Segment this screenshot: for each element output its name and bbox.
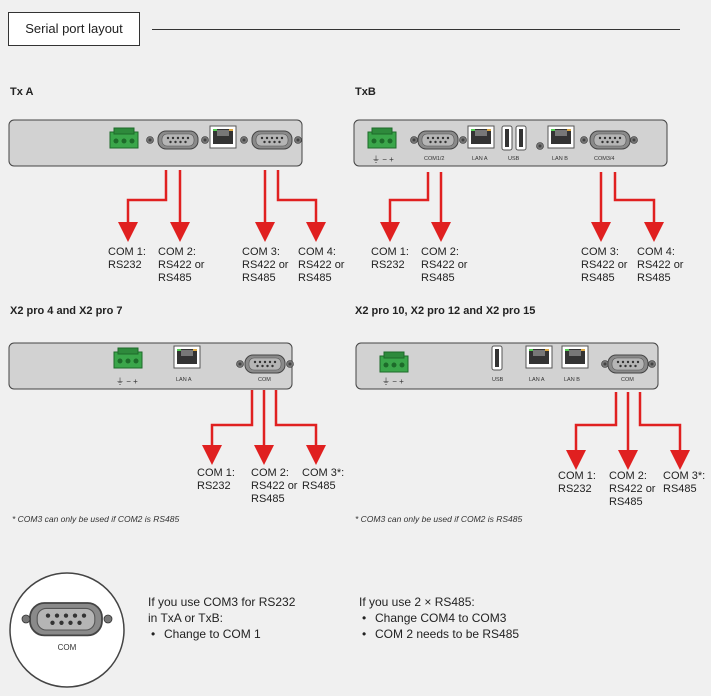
x2pro1015-arrows bbox=[566, 392, 690, 470]
x2pro1015-com1-label: COM 1: RS232 bbox=[558, 470, 596, 495]
x2pro1015-footnote: * COM3 can only be used if COM2 is RS485 bbox=[355, 514, 523, 524]
info-left-line2: in TxA or TxB: bbox=[148, 611, 223, 625]
x2pro47-footnote: * COM3 can only be used if COM2 is RS485 bbox=[12, 514, 180, 524]
x2pro1015-port-lan-b: LAN B bbox=[564, 377, 580, 383]
txa-com4-label: COM 4: RS422 or RS485 bbox=[298, 246, 345, 284]
txb-title: TxB bbox=[355, 86, 376, 98]
info-right: If you use 2 × RS485: Change COM4 to COM… bbox=[359, 594, 519, 642]
txb-com2-label: COM 2: RS422 or RS485 bbox=[421, 246, 468, 284]
txb-port-usb: USB bbox=[508, 156, 520, 162]
txa-com1-label: COM 1: RS232 bbox=[108, 246, 146, 271]
x2pro47-port-com: COM bbox=[258, 377, 271, 383]
txb-port-lan-a: LAN A bbox=[472, 156, 488, 162]
svg-text:⏚ − +: ⏚ − + bbox=[382, 377, 404, 386]
txb-com3-label: COM 3: RS422 or RS485 bbox=[581, 246, 628, 284]
x2pro47-arrows bbox=[202, 390, 326, 465]
x2pro47-device: ⏚ − + LAN A COM bbox=[8, 342, 294, 390]
txb-arrows bbox=[380, 172, 664, 242]
info-left-bullet1: Change to COM 1 bbox=[151, 626, 295, 642]
txa-title: Tx A bbox=[10, 86, 34, 98]
x2pro1015-title: X2 pro 10, X2 pro 12 and X2 pro 15 bbox=[355, 305, 536, 317]
x2pro1015-com3-label: COM 3*: RS485 bbox=[663, 470, 706, 495]
x2pro47-com1-label: COM 1: RS232 bbox=[197, 467, 235, 492]
info-right-bullet1: Change COM4 to COM3 bbox=[362, 610, 519, 626]
txb-port-com12: COM1/2 bbox=[424, 156, 444, 162]
x2pro1015-device: ⏚ − + USB LAN A LAN B COM bbox=[355, 342, 659, 390]
x2pro1015-port-lan-a: LAN A bbox=[529, 377, 545, 383]
x2pro1015-port-usb: USB bbox=[492, 377, 504, 383]
info-left-line1: If you use COM3 for RS232 bbox=[148, 595, 296, 609]
txa-com3-label: COM 3: RS422 or RS485 bbox=[242, 246, 289, 284]
txb-com4-label: COM 4: RS422 or RS485 bbox=[637, 246, 684, 284]
x2pro47-com3-label: COM 3*: RS485 bbox=[302, 467, 345, 492]
info-left: If you use COM3 for RS232 in TxA or TxB:… bbox=[148, 594, 295, 642]
x2pro47-com2-label: COM 2: RS422 or RS485 bbox=[251, 467, 298, 505]
x2pro1015-port-com: COM bbox=[621, 377, 634, 383]
txa-arrows bbox=[118, 170, 326, 242]
x2pro47-port-lan-a: LAN A bbox=[176, 377, 192, 383]
txb-device: ⏚ − + COM1/2 LAN A USB LAN B COM3/4 bbox=[353, 119, 668, 167]
txb-port-lan-b: LAN B bbox=[552, 156, 568, 162]
txa-com2-label: COM 2: RS422 or RS485 bbox=[158, 246, 205, 284]
title-rule bbox=[152, 29, 680, 30]
info-right-bullet2: COM 2 needs to be RS485 bbox=[362, 626, 519, 642]
txb-com1-label: COM 1: RS232 bbox=[371, 246, 409, 271]
com-connector-illustration: COM bbox=[9, 572, 125, 688]
txb-port-com34: COM3/4 bbox=[594, 156, 614, 162]
svg-text:⏚ − +: ⏚ − + bbox=[116, 377, 138, 386]
info-right-line1: If you use 2 × RS485: bbox=[359, 595, 475, 609]
x2pro47-title: X2 pro 4 and X2 pro 7 bbox=[10, 305, 123, 317]
txa-device bbox=[8, 119, 303, 167]
connector-label: COM bbox=[58, 643, 77, 652]
svg-text:⏚ − +: ⏚ − + bbox=[372, 155, 394, 164]
page-title: Serial port layout bbox=[8, 12, 140, 46]
x2pro1015-com2-label: COM 2: RS422 or RS485 bbox=[609, 470, 656, 508]
